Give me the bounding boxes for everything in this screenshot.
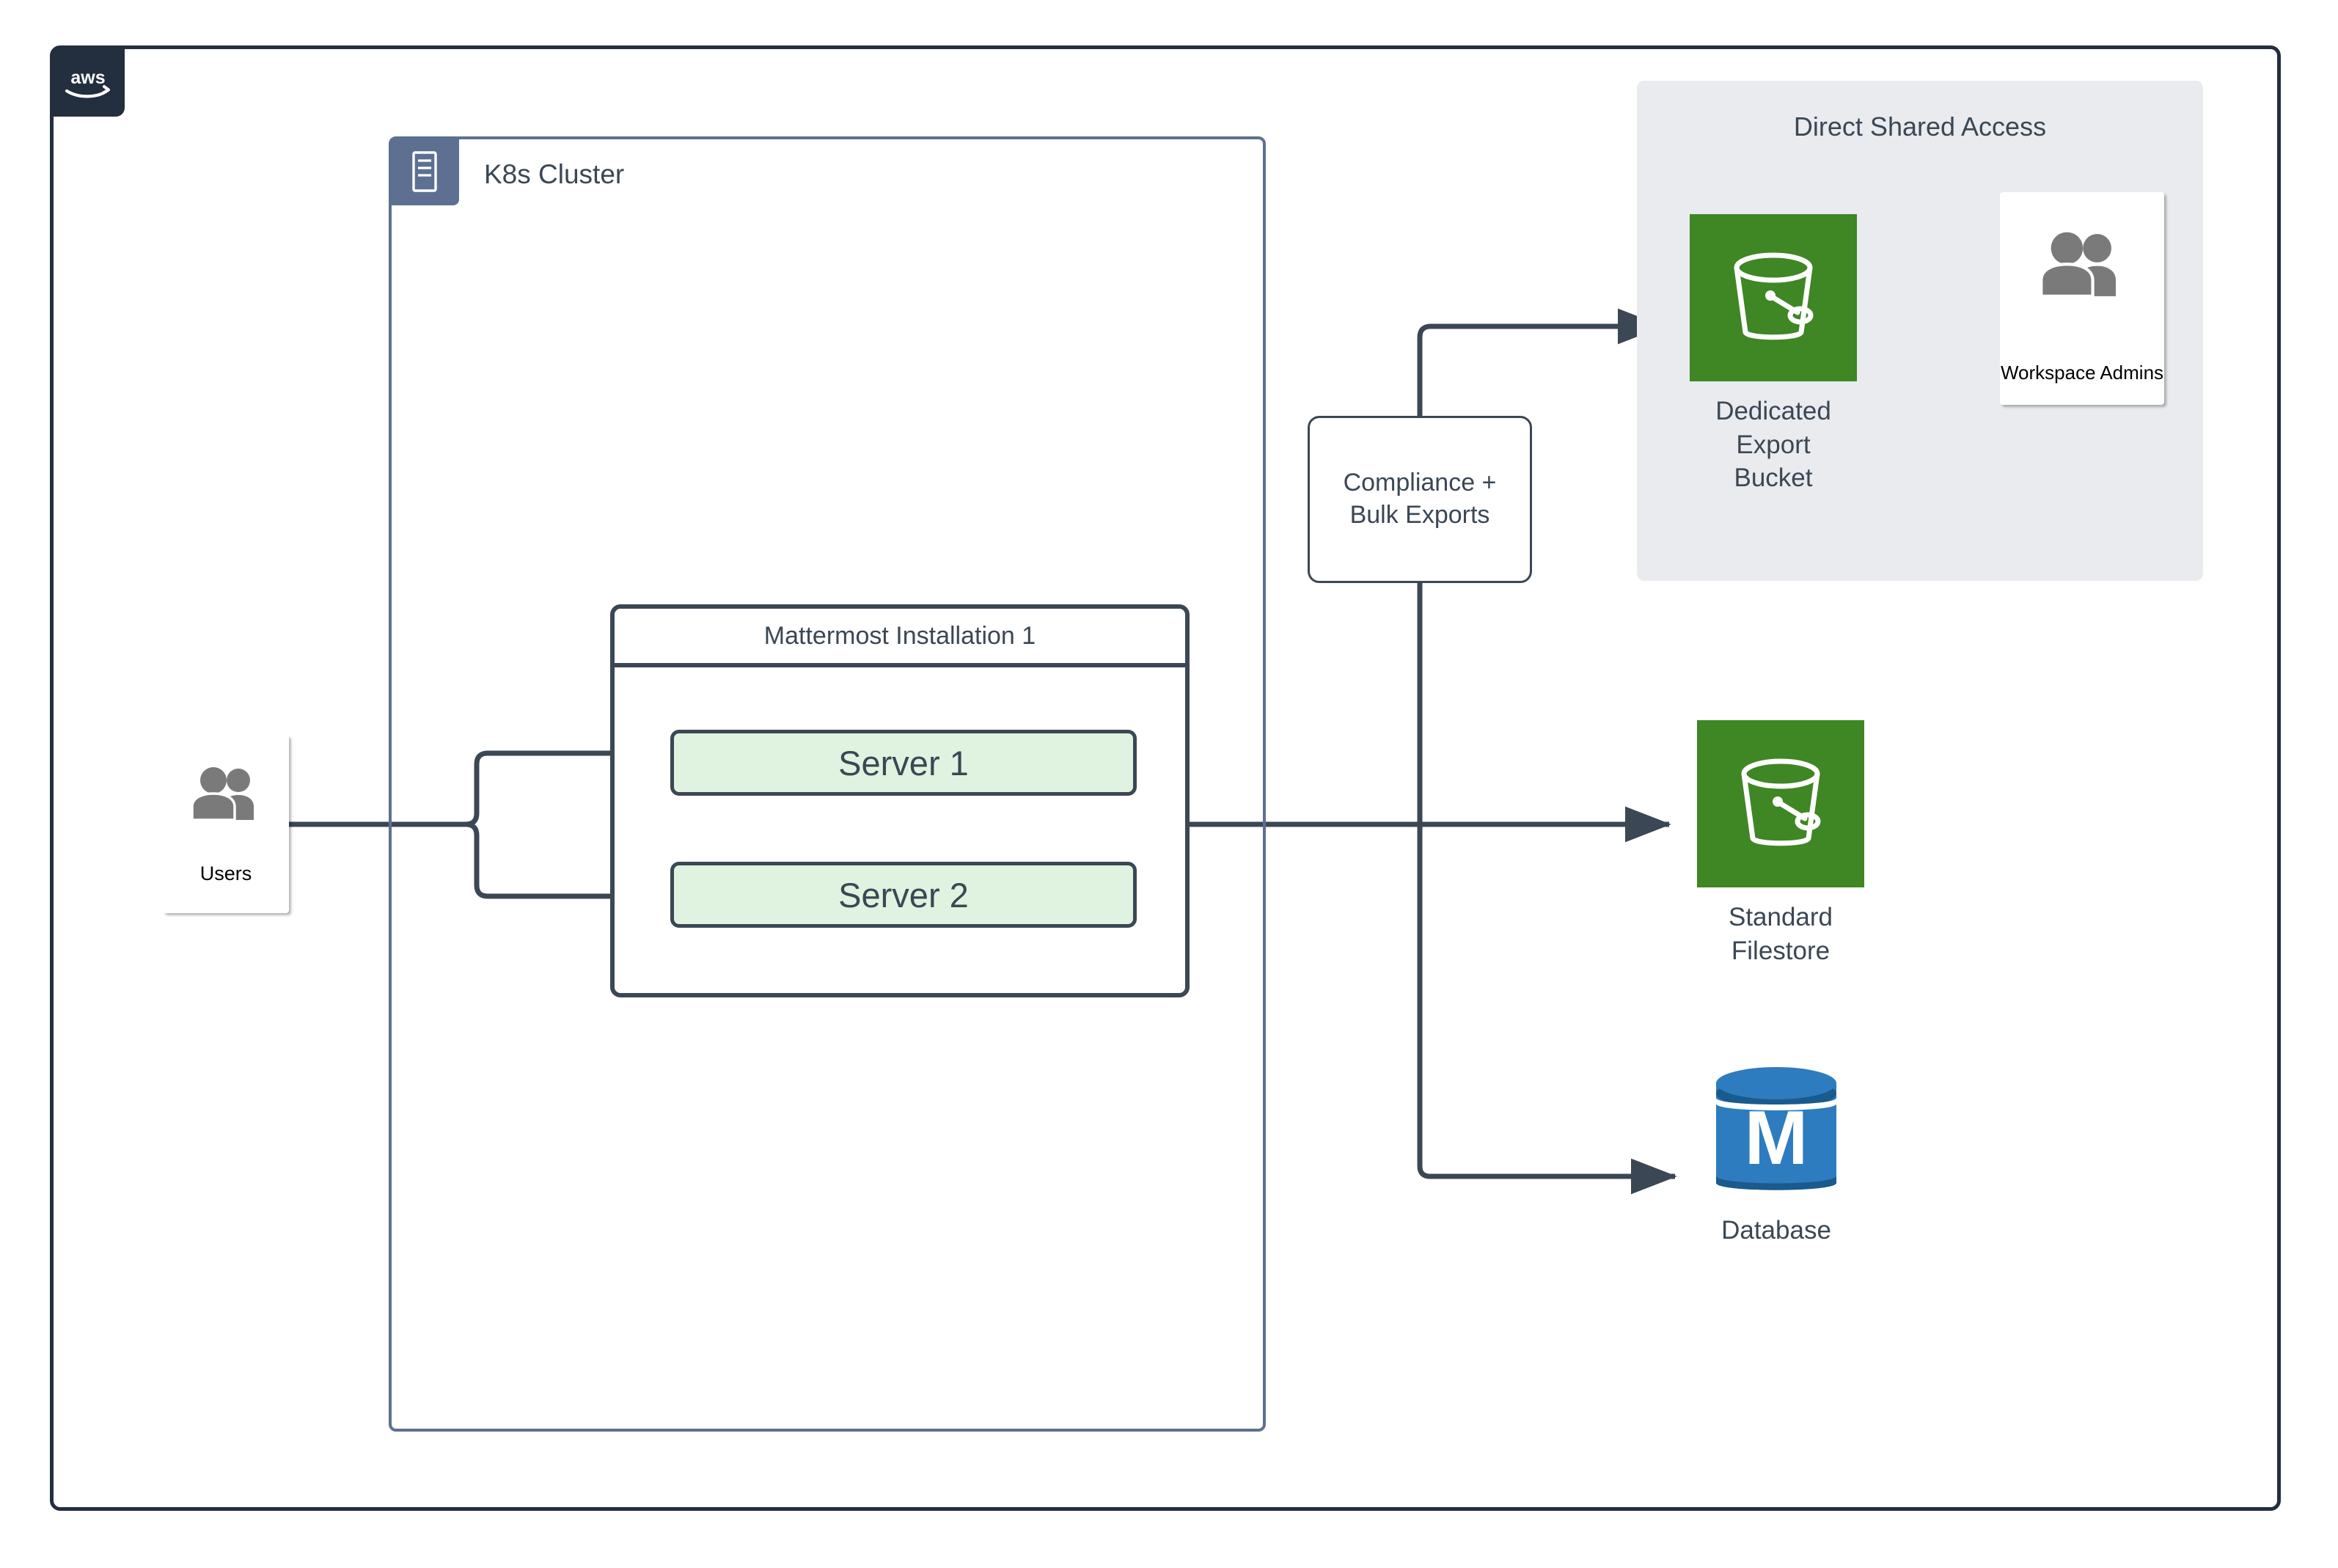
- server-2-label: Server 2: [838, 875, 969, 915]
- dedicated-export-bucket-label: Dedicated Export Bucket: [1690, 395, 1857, 495]
- aws-cloud-boundary: [50, 45, 2281, 1511]
- mattermost-installation-box: Mattermost Installation 1 Server 1 Serve…: [610, 604, 1190, 997]
- database-label: Database: [1721, 1216, 1831, 1245]
- standard-filestore-node[interactable]: Standard Filestore: [1697, 720, 1864, 967]
- export-bucket-label-line1: Dedicated Export: [1715, 397, 1831, 459]
- people-icon: [2000, 230, 2164, 296]
- s3-bucket-icon: [1697, 720, 1864, 887]
- k8s-cluster-boundary: [389, 136, 1266, 1432]
- workspace-admins-node[interactable]: Workspace Admins: [2000, 192, 2164, 405]
- standard-filestore-label: Standard Filestore: [1697, 901, 1864, 967]
- database-node[interactable]: M Database: [1703, 1058, 1850, 1245]
- server-rack-icon: [390, 138, 459, 205]
- svg-text:aws: aws: [70, 67, 105, 88]
- mattermost-installation-header: Mattermost Installation 1: [615, 609, 1185, 667]
- export-bucket-label-line2: Bucket: [1734, 464, 1813, 492]
- mattermost-installation-title: Mattermost Installation 1: [763, 621, 1036, 650]
- direct-shared-access-title: Direct Shared Access: [1793, 111, 2047, 142]
- dedicated-export-bucket-node[interactable]: Dedicated Export Bucket: [1690, 214, 1857, 495]
- database-cylinder-icon: M: [1703, 1058, 1850, 1209]
- aws-logo-icon: aws: [51, 47, 125, 117]
- users-label: Users: [199, 862, 252, 884]
- server-node-2[interactable]: Server 2: [670, 862, 1137, 928]
- k8s-cluster-title: K8s Cluster: [484, 159, 625, 189]
- users-node[interactable]: Users: [163, 735, 289, 913]
- standard-filestore-label-line2: Filestore: [1731, 936, 1831, 965]
- workspace-admins-label: Workspace Admins: [2000, 362, 2164, 384]
- people-icon: [163, 766, 289, 820]
- compliance-bulk-exports-node[interactable]: Compliance + Bulk Exports: [1308, 416, 1532, 583]
- svg-text:M: M: [1745, 1096, 1809, 1181]
- compliance-label-line2: Bulk Exports: [1349, 501, 1490, 529]
- server-1-label: Server 1: [838, 743, 969, 783]
- s3-bucket-icon: [1690, 214, 1857, 381]
- compliance-label-line1: Compliance +: [1343, 469, 1497, 497]
- standard-filestore-label-line1: Standard: [1728, 903, 1833, 931]
- server-node-1[interactable]: Server 1: [670, 730, 1137, 796]
